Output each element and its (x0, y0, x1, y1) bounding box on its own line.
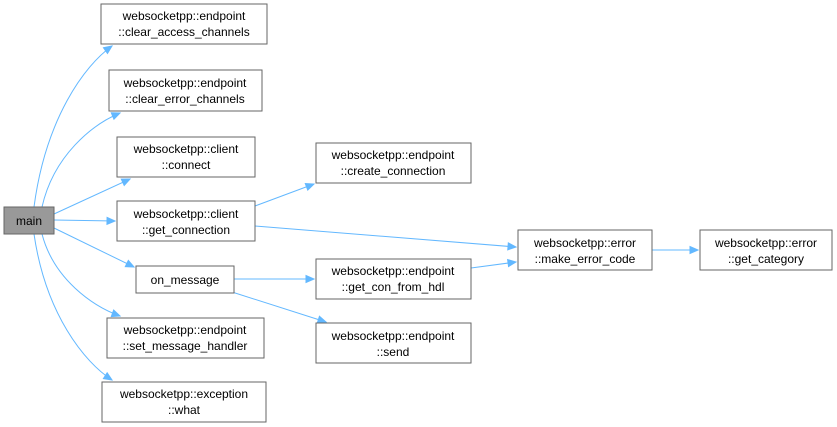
arrowhead (305, 274, 316, 284)
node-get-con-from-hdl-line2: ::get_con_from_hdl (342, 280, 445, 294)
node-client-connect[interactable]: websocketpp::client ::connect (116, 136, 256, 178)
node-create-connection-line1: websocketpp::endpoint (331, 148, 455, 162)
node-client-connect-line1: websocketpp::client (133, 142, 239, 156)
node-client-get-connection-line2: ::get_connection (142, 223, 230, 237)
edge-main-to-clear-error (41, 112, 122, 208)
edge-main-to-client-connect (53, 178, 132, 215)
node-get-con-from-hdl-line1: websocketpp::endpoint (331, 264, 455, 278)
edge-main-to-on-message (53, 227, 136, 268)
node-clear-access-channels-line2: ::clear_access_channels (118, 25, 249, 39)
edge-on-message-to-get-con-from-hdl (234, 274, 316, 284)
arrowhead (102, 45, 114, 55)
node-client-get-connection-line1: websocketpp::client (133, 207, 239, 221)
node-on-message-label: on_message (151, 273, 220, 287)
node-main[interactable]: main (3, 206, 55, 235)
node-set-message-handler-line1: websocketpp::endpoint (123, 323, 247, 337)
arrowhead (124, 259, 136, 268)
node-endpoint-send[interactable]: websocketpp::endpoint ::send (315, 322, 472, 364)
arrowhead (120, 178, 132, 187)
arrowhead (110, 309, 122, 318)
node-exception-what[interactable]: websocketpp::exception ::what (101, 381, 267, 423)
edge-main-to-set-message-handler (41, 233, 122, 318)
node-client-get-connection[interactable]: websocketpp::client ::get_connection (116, 200, 256, 242)
arrowhead (110, 112, 122, 121)
node-create-connection-line2: ::create_connection (341, 164, 446, 178)
node-clear-error-channels[interactable]: websocketpp::endpoint ::clear_error_chan… (108, 69, 263, 112)
edge-main-to-clear-access (33, 45, 114, 208)
edge-main-to-exception-what (33, 233, 114, 381)
arrowhead (507, 242, 518, 251)
edge-get-con-from-hdl-to-make-error-code (470, 258, 518, 269)
edge-on-message-to-endpoint-send (231, 291, 328, 324)
node-exception-what-line2: ::what (168, 403, 201, 417)
node-clear-access-channels[interactable]: websocketpp::endpoint ::clear_access_cha… (100, 3, 268, 45)
call-edges (33, 45, 700, 381)
node-create-connection[interactable]: websocketpp::endpoint ::create_connectio… (315, 142, 472, 184)
node-main-label: main (16, 214, 42, 228)
edge-main-to-client-get-connection (53, 216, 117, 226)
node-get-con-from-hdl[interactable]: websocketpp::endpoint ::get_con_from_hdl (315, 258, 472, 300)
node-endpoint-send-line2: ::send (377, 345, 410, 359)
edge-client-get-connection-to-make-error-code (254, 225, 518, 251)
node-get-category-line2: ::get_category (728, 252, 804, 266)
node-endpoint-send-line1: websocketpp::endpoint (331, 329, 455, 343)
arrowhead (316, 315, 328, 324)
edge-client-get-connection-to-create-connection (254, 182, 316, 207)
arrowhead (689, 245, 700, 255)
node-make-error-code-line1: websocketpp::error (533, 236, 636, 250)
node-on-message[interactable]: on_message (135, 265, 235, 294)
node-exception-what-line1: websocketpp::exception (119, 387, 248, 401)
node-client-connect-line2: ::connect (162, 158, 211, 172)
arrowhead (102, 371, 114, 381)
node-get-category-line1: websocketpp::error (714, 236, 817, 250)
node-clear-error-channels-line1: websocketpp::endpoint (123, 76, 247, 90)
node-set-message-handler[interactable]: websocketpp::endpoint ::set_message_hand… (106, 317, 265, 359)
node-set-message-handler-line2: ::set_message_handler (123, 339, 248, 353)
arrowhead (304, 182, 316, 191)
arrowhead (507, 258, 518, 268)
node-make-error-code[interactable]: websocketpp::error ::make_error_code (517, 229, 653, 271)
node-get-category[interactable]: websocketpp::error ::get_category (699, 229, 833, 271)
edge-make-error-code-to-get-category (652, 245, 700, 255)
node-make-error-code-line2: ::make_error_code (535, 252, 636, 266)
node-clear-error-channels-line2: ::clear_error_channels (125, 92, 244, 106)
arrowhead (106, 216, 117, 226)
node-clear-access-channels-line1: websocketpp::endpoint (122, 9, 246, 23)
